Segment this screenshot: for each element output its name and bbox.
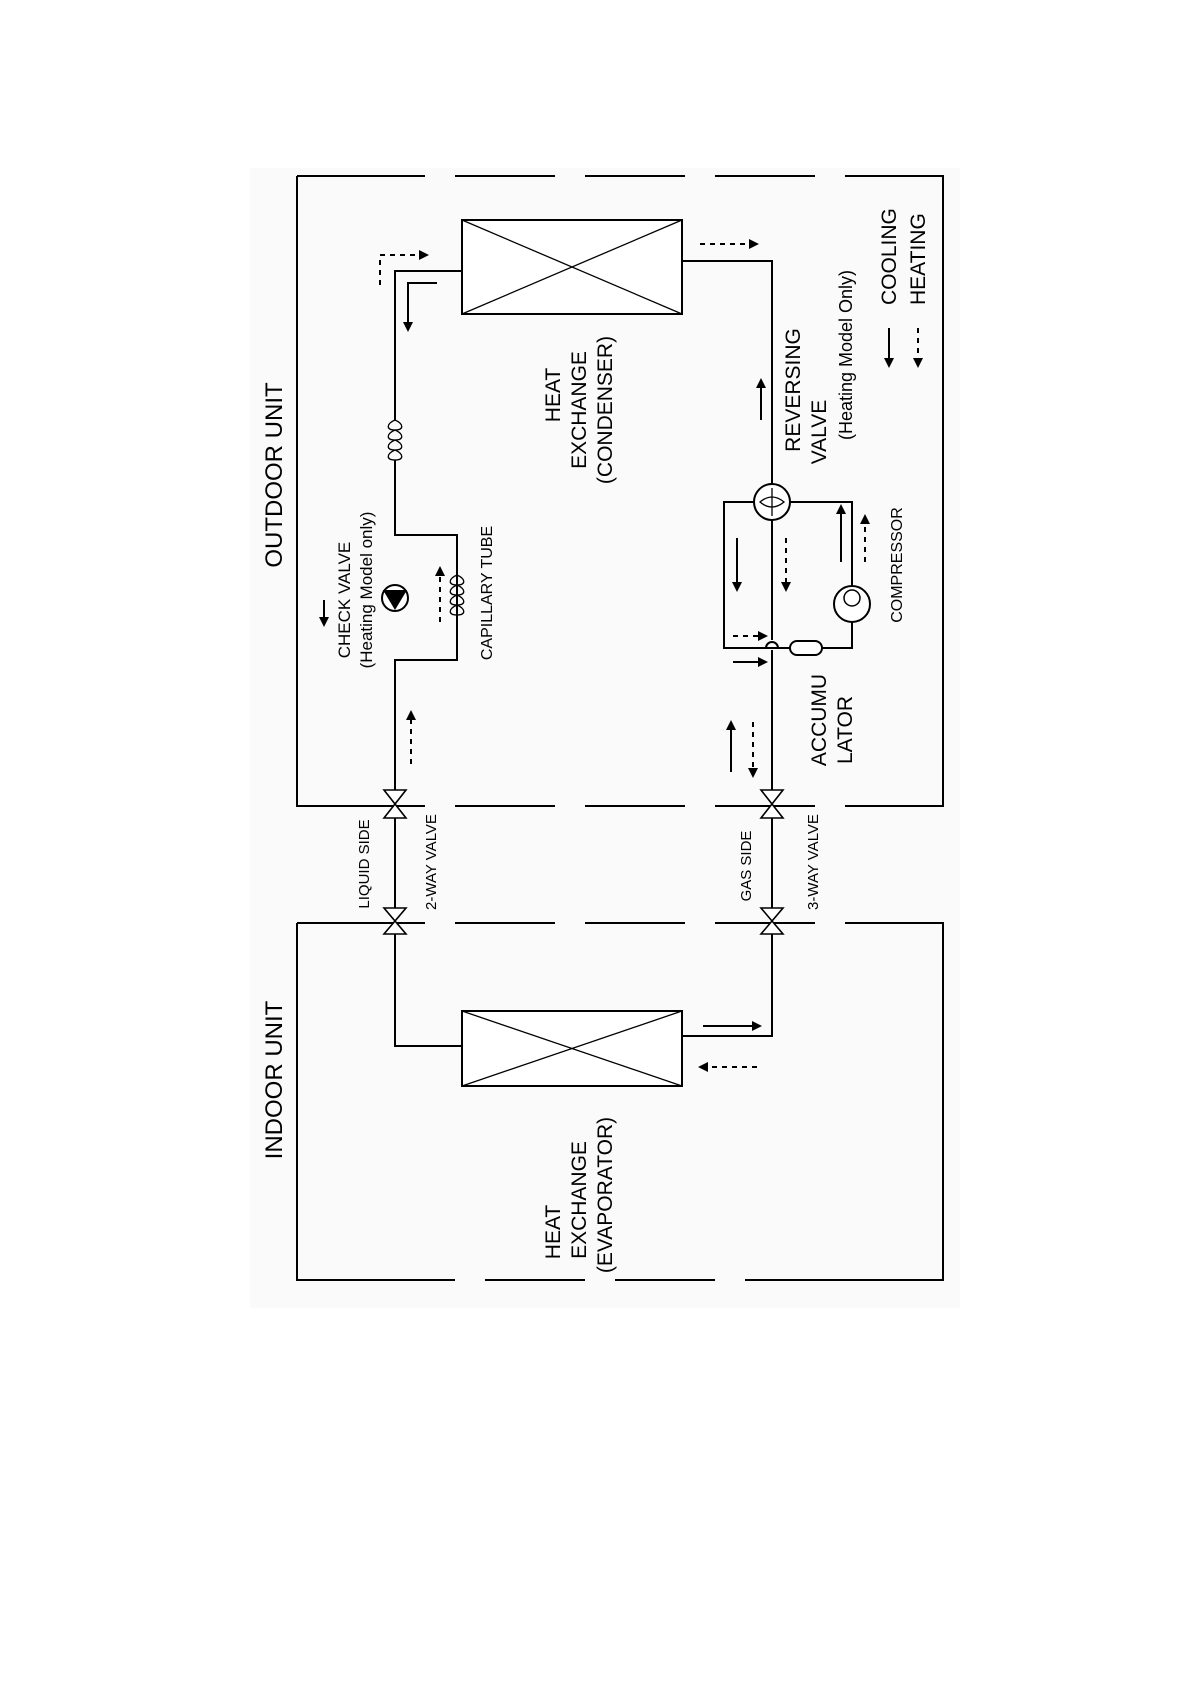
condenser-label-line2: EXCHANGE <box>568 351 591 469</box>
reversing-valve <box>754 484 790 520</box>
evaporator-label-line2: EXCHANGE <box>568 1141 591 1259</box>
gas-side-label: GAS SIDE <box>738 831 755 902</box>
reversing-valve-label-line1: REVERSING <box>782 328 805 452</box>
check-valve <box>382 585 408 611</box>
reversing-valve-label-line3: (Heating Model Only) <box>836 270 856 440</box>
evaporator-label-line3: (EVAPORATOR) <box>594 1117 617 1273</box>
accumulator-label-line2: LATOR <box>834 696 857 764</box>
condenser-label-line3: (CONDENSER) <box>594 336 617 484</box>
reversing-valve-label-line2: VALVE <box>808 400 831 465</box>
capillary-tube-label: CAPILLARY TUBE <box>479 526 496 660</box>
check-valve-label-line2: (Heating Model only) <box>357 512 376 669</box>
compressor-label: COMPRESSOR <box>889 507 906 623</box>
two-way-valve-label: 2-WAY VALVE <box>423 814 440 910</box>
check-valve-label-line1: CHECK VALVE <box>335 542 354 659</box>
liquid-side-label: LIQUID SIDE <box>356 819 373 908</box>
outdoor-unit-label: OUTDOOR UNIT <box>261 382 288 568</box>
accumulator <box>790 641 822 655</box>
indoor-unit-label: INDOOR UNIT <box>261 1000 288 1159</box>
legend-heating-label: HEATING <box>907 213 930 305</box>
condenser-label-line1: HEAT <box>542 368 565 423</box>
condenser-coil <box>462 220 682 314</box>
three-way-valve-label: 3-WAY VALVE <box>805 814 822 910</box>
evaporator-label-line1: HEAT <box>542 1205 565 1260</box>
accumulator-label-line1: ACCUMU <box>808 674 831 766</box>
evaporator-coil <box>462 1011 682 1086</box>
legend-cooling-label: COOLING <box>878 208 901 305</box>
compressor <box>834 586 870 622</box>
